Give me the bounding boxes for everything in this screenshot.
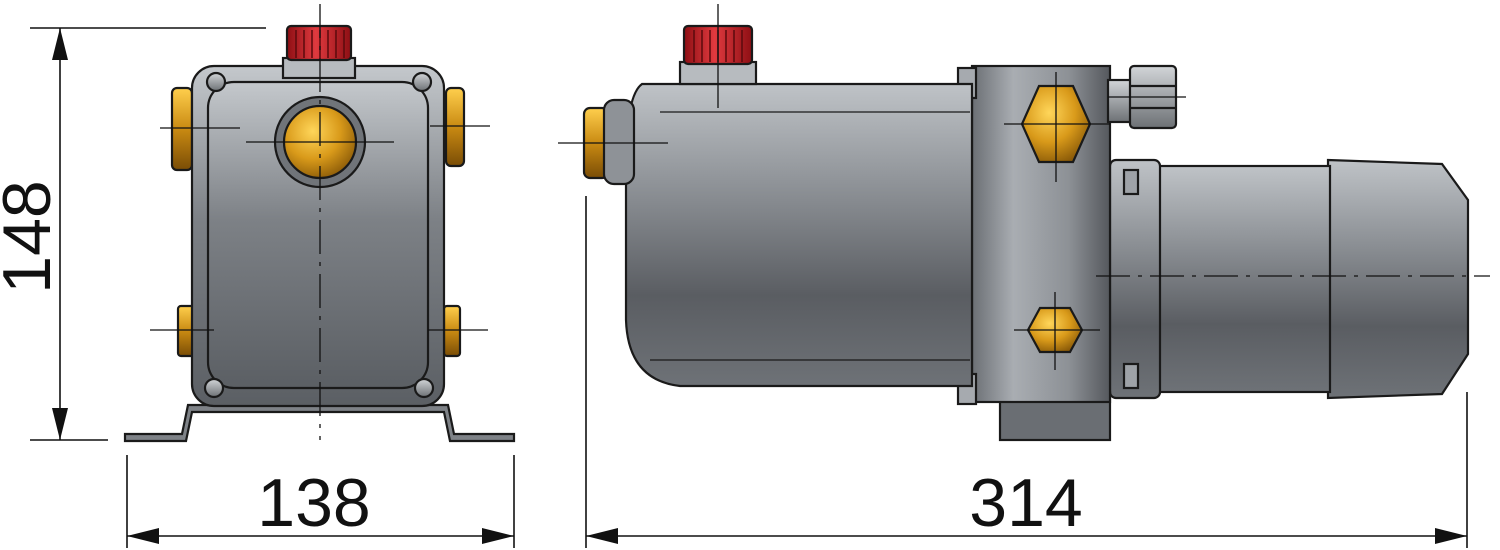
dimension-front-width: 138: [126, 455, 515, 548]
side-housing-highlight: [650, 111, 970, 361]
front-red-cap: [285, 24, 353, 62]
front-cap-ridges: [295, 30, 345, 58]
front-screw-tr: [411, 71, 433, 93]
side-pump-housing: [624, 82, 974, 388]
side-collar-tab-bottom: [1122, 362, 1140, 390]
front-width-value: 138: [257, 465, 370, 541]
front-screw-tl: [205, 71, 227, 93]
front-screw-bl: [203, 377, 225, 399]
front-right-boss: [444, 86, 466, 168]
side-inlet-neck: [602, 98, 636, 186]
side-motor-endcap: [1326, 158, 1470, 400]
side-motor-collar: [1108, 158, 1162, 400]
side-view: [558, 4, 1490, 442]
dimension-height: 148: [0, 27, 266, 441]
front-screw-br: [413, 377, 435, 399]
front-left-boss: [170, 86, 194, 172]
front-view: [123, 4, 516, 443]
height-value: 148: [0, 180, 65, 293]
side-hex-plug-base: [1106, 78, 1134, 124]
side-collar-tab-top: [1122, 168, 1140, 196]
front-base-bracket: [123, 403, 516, 443]
side-length-value: 314: [969, 465, 1082, 541]
side-motor-body: [1156, 164, 1332, 394]
dimension-side-length: 314: [585, 196, 1468, 548]
front-housing-inner: [206, 80, 430, 390]
front-right-bolt: [442, 304, 462, 358]
